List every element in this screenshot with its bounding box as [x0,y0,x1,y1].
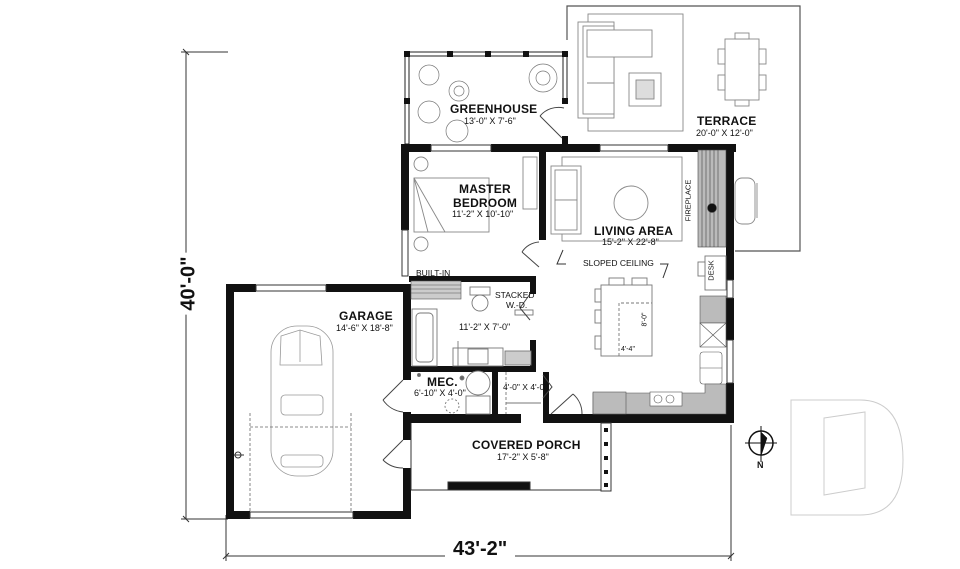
closet-door [542,374,553,399]
kitchen-island [594,277,653,357]
island-width-label: 4'-4" [621,346,635,353]
garage-car [270,325,334,477]
covered-porch-name: COVERED PORCH [472,438,581,452]
terrace-name: TERRACE [697,114,757,128]
garage-name: GARAGE [339,309,393,323]
desk [697,255,727,291]
compass-north-label: N [757,460,764,470]
bathroom-dimensions: 11'-2" X 7'-0" [459,322,511,332]
closet-dimensions: 4'-0" X 4'-0" [503,382,548,392]
terrace-furniture [577,13,767,225]
stacked-wd-label-line2: W.-D. [506,300,528,310]
greenhouse-posts [404,51,568,146]
mec-dimensions: 6'-10" X 4'-0" [414,388,466,398]
sloped-ceiling-label: SLOPED CEILING [583,258,654,268]
bathroom-fixtures [411,286,534,367]
greenhouse-dimensions: 13'-0" X 7'-6" [464,116,516,126]
greenhouse-door [539,106,565,139]
porch-bench [447,481,531,491]
built-in-label: BUILT-IN [416,268,451,278]
overall-width-dimension: 43'-2" [445,538,516,561]
fireplace-label: FIREPLACE [683,179,693,222]
compass-icon [745,426,777,462]
mec-fixtures [417,370,541,415]
bedroom-furniture [413,156,538,252]
bedroom-door [521,241,540,268]
overall-depth-dimension: 40'-0" [177,252,201,315]
stacked-wd-label-line1: STACKED [495,290,535,300]
mec-name: MEC. [427,375,458,389]
sloped-ceiling-arrows [556,249,669,279]
desk-label: DESK [706,260,716,281]
garage-outlet [234,451,244,459]
fireplace [697,149,727,248]
watermark-logo [790,399,904,516]
greenhouse-walls [404,51,568,145]
bathroom-door [519,293,531,321]
garage-dimensions: 14'-6" X 18'-8" [336,323,393,333]
island-depth-label: 8'-0" [641,312,649,327]
entry-door [550,393,583,415]
living-area-dimensions: 15'-2" X 22'-8" [602,237,659,247]
master-bedroom-name-line1: MASTER [459,182,511,196]
master-bedroom-dimensions: 11'-2" X 10'-10" [452,209,514,219]
greenhouse-plants [417,63,558,143]
kitchen-counters [592,295,727,415]
exterior-walls [226,144,736,519]
garage-door-line [249,413,352,511]
porch-column-dots [604,428,608,487]
living-area-name: LIVING AREA [594,224,674,238]
garage-doors [382,379,404,469]
living-furniture [550,156,683,242]
covered-porch-dimensions: 17'-2" X 5'-8" [497,452,549,462]
master-bedroom-name-line2: BEDROOM [453,196,518,210]
greenhouse-name: GREENHOUSE [450,102,538,116]
windows [249,144,734,519]
built-in-cabinet [410,280,462,300]
terrace-outline [566,5,801,252]
terrace-dimensions: 20'-0" X 12'-0" [696,128,753,138]
